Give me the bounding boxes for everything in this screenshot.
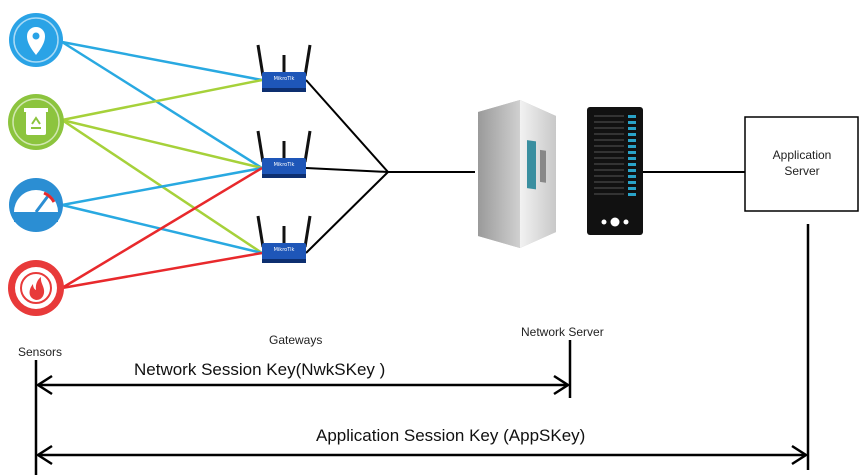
application-server-box bbox=[744, 116, 859, 212]
link-fire-gw3 bbox=[61, 251, 263, 290]
nwk-session-key-arrow bbox=[35, 374, 571, 396]
application-server-label: Application Server bbox=[745, 147, 859, 179]
rack-server-icon bbox=[587, 107, 643, 235]
link-location-gw2 bbox=[61, 40, 263, 170]
gateways-label: Gateways bbox=[269, 333, 323, 347]
gateway-3: MikroTik bbox=[256, 215, 312, 263]
link-recycle-gw2 bbox=[61, 118, 263, 170]
location-pin-icon bbox=[9, 13, 63, 67]
gateway-brand-text: MikroTik bbox=[274, 76, 295, 82]
backhaul-gw1 bbox=[305, 79, 389, 173]
sensors-label: Sensors bbox=[18, 345, 63, 359]
link-location-gw1 bbox=[61, 40, 263, 82]
network-server-tower-icon bbox=[478, 100, 556, 248]
link-recycle-gw1 bbox=[61, 78, 263, 122]
link-fire-gw2 bbox=[61, 166, 263, 290]
app-session-key-arrow bbox=[35, 444, 809, 466]
gateway-brand-text: MikroTik bbox=[274, 162, 295, 168]
sensor-links bbox=[61, 40, 263, 290]
nwk-session-key-label: Network Session Key(NwkSKey ) bbox=[134, 360, 386, 379]
application-server-label-line1: Application bbox=[772, 148, 832, 162]
app-session-key-label: Application Session Key (AppSKey) bbox=[316, 426, 586, 445]
gateway-brand-text: MikroTik bbox=[274, 247, 295, 253]
backhaul-gw2 bbox=[305, 167, 389, 173]
fire-alarm-icon bbox=[8, 260, 64, 316]
gauge-icon bbox=[9, 178, 63, 232]
gateway-1: MikroTik bbox=[256, 44, 312, 92]
backhaul-links bbox=[305, 79, 745, 254]
network-server-label: Network Server bbox=[521, 325, 604, 339]
backhaul-gw3 bbox=[305, 171, 389, 254]
recycle-bin-icon bbox=[8, 94, 64, 150]
gateway-2: MikroTik bbox=[256, 130, 312, 178]
link-gauge-gw2 bbox=[61, 166, 263, 207]
application-server-label-line2: Server bbox=[784, 164, 820, 178]
